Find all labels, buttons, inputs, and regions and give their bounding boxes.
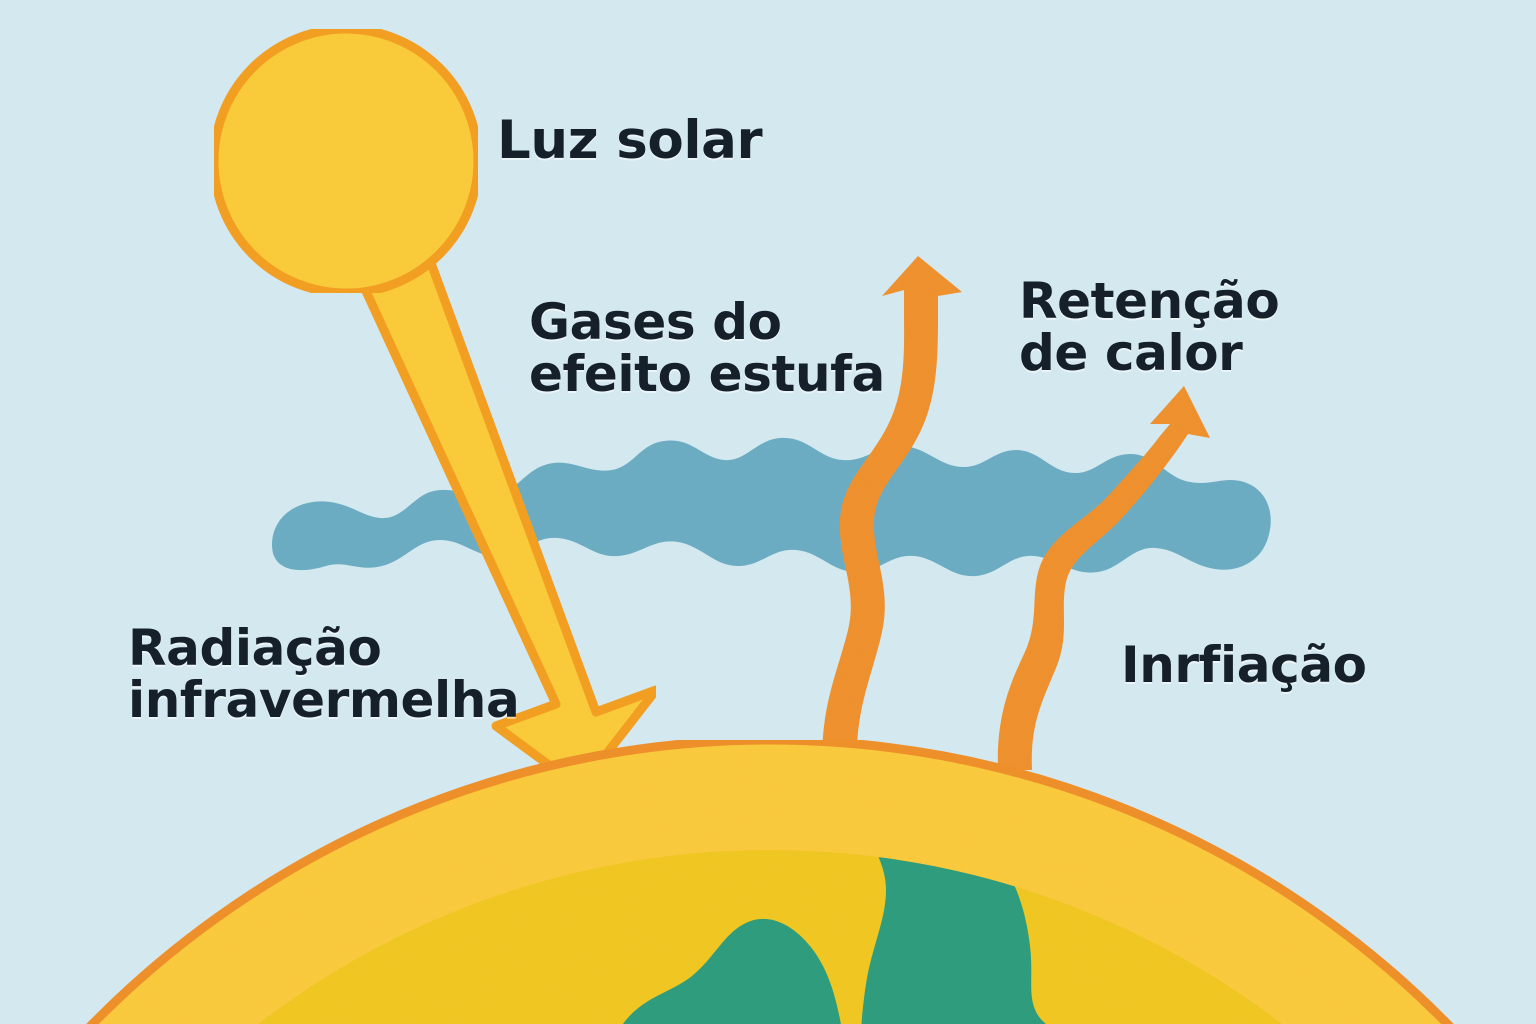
escaping-heat-arrow	[822, 256, 962, 778]
earth-landmass	[599, 850, 1146, 1024]
earth	[86, 735, 1454, 1024]
sun	[209, 24, 483, 298]
sunlight-arrow	[343, 239, 661, 793]
trapped-heat-arrow	[997, 386, 1210, 770]
